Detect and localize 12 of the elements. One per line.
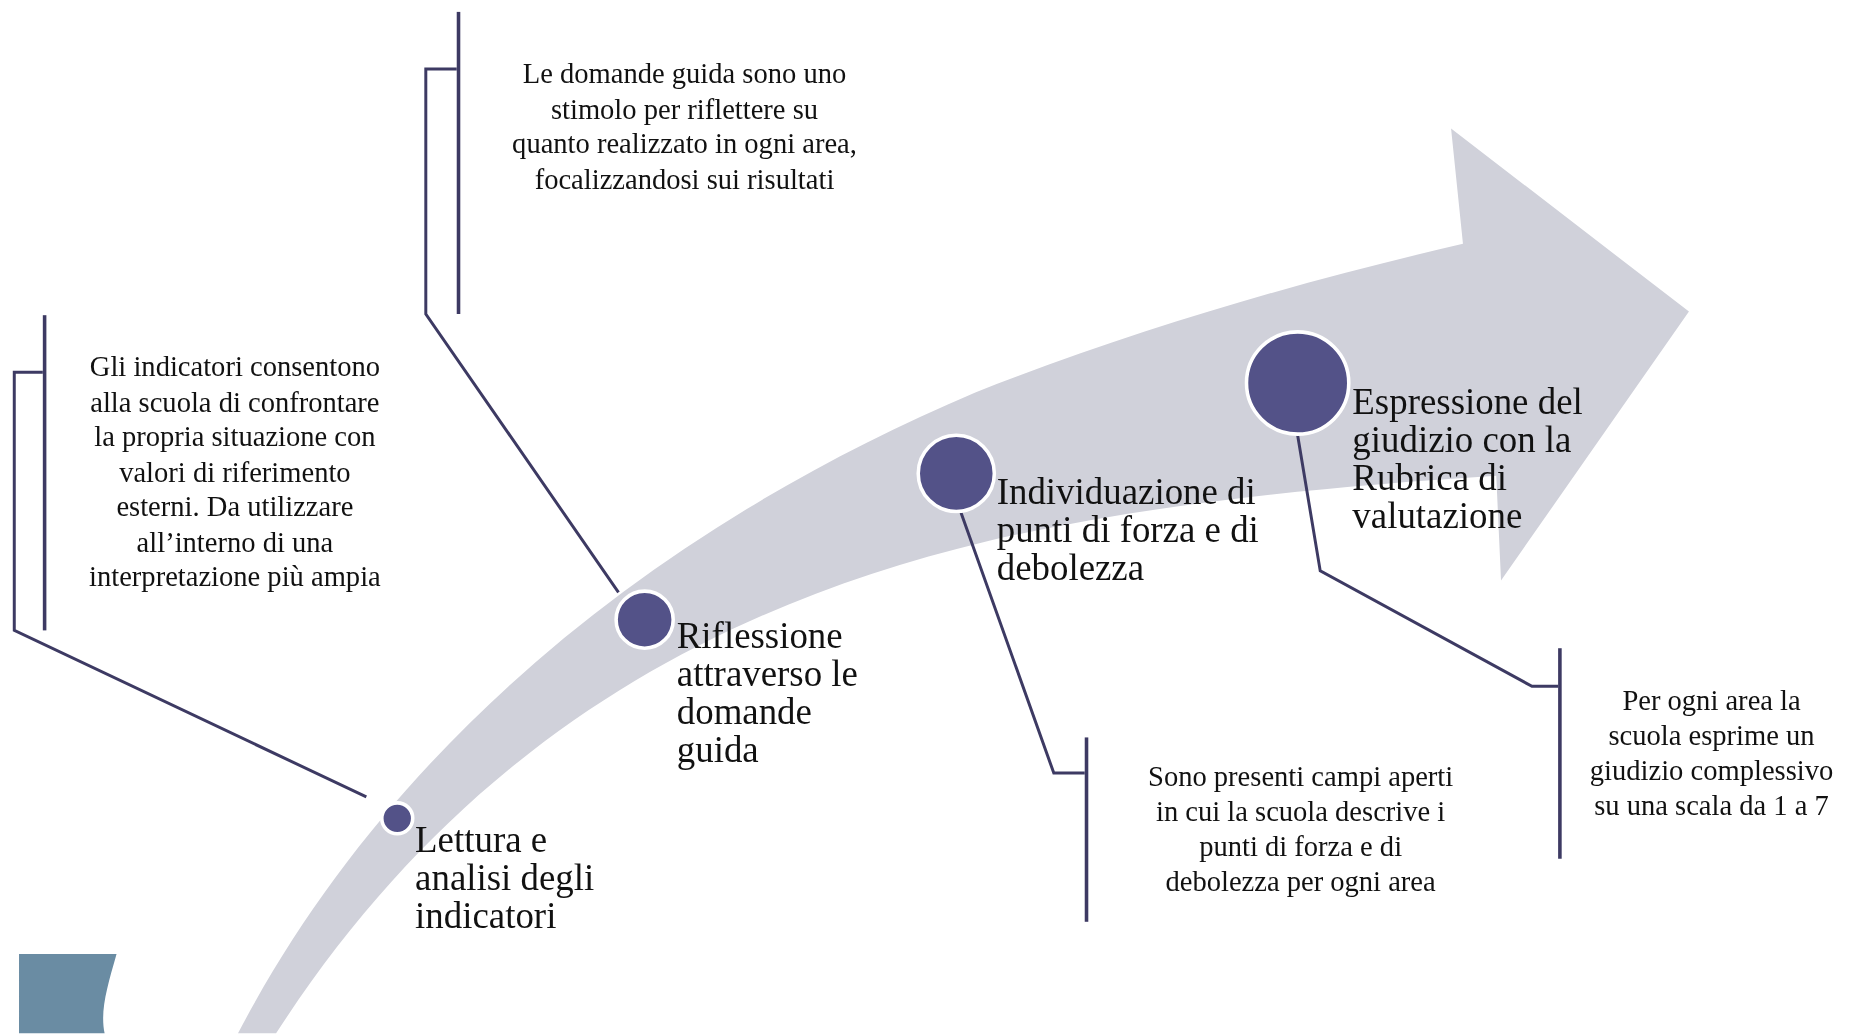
callout-text: Gli indicatori consentono alla scuola di confrontare la propria situazione con valori di riferimento esterni. Da utilizzare all’interno di una interpretazione più ampia bbox=[88, 350, 382, 595]
leader-line bbox=[959, 512, 1085, 775]
step-title: Espressione del giudizio con la Rubrica di valutazione bbox=[1352, 383, 1584, 536]
step-title: Riflessione attraverso le domande guida bbox=[676, 617, 859, 770]
leader-line bbox=[424, 67, 620, 594]
step-title: Individuazione di punti di forza e di debolezza bbox=[996, 473, 1260, 588]
callout-text: Le domande guida sono uno stimolo per riflettere su quanto realizzato in ogni area, focalizzandosi sui risultati bbox=[512, 57, 857, 197]
callout-text: Per ogni area la scuola esprime un giudizio complessivo su una scala da 1 a 7 bbox=[1588, 683, 1835, 823]
callout-text: Sono presenti campi aperti in cui la scuola descrive i punti di forza e di debolezza per ogni area bbox=[1147, 759, 1455, 899]
leader-line bbox=[1296, 435, 1559, 688]
step-title: Lettura e analisi degli indicatori bbox=[415, 820, 596, 935]
leader-line bbox=[12, 370, 367, 799]
